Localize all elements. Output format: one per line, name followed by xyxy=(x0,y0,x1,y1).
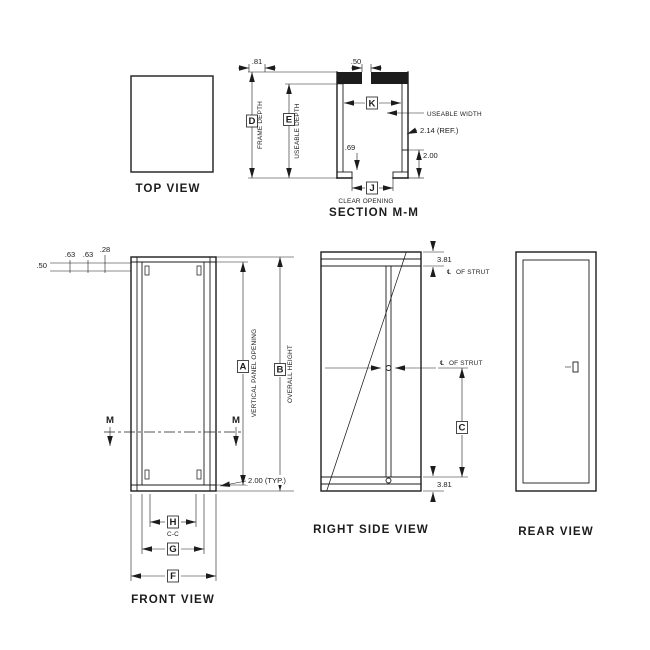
dim-text-backing xyxy=(246,475,292,485)
rear-view: REAR VIEW xyxy=(515,251,597,538)
dim-box-k xyxy=(366,96,378,110)
panel-corner-detail xyxy=(196,469,202,480)
rear-stud-detail xyxy=(572,361,579,373)
dim-50-front: .50 xyxy=(36,261,47,270)
dim-63-second: .63 xyxy=(83,250,94,259)
section-m-m: D E K J .81 .50 FRAME DEPTH USEABLE DEPT… xyxy=(238,57,482,219)
top-view-title: TOP VIEW xyxy=(135,182,200,195)
dim-box-a xyxy=(237,360,249,373)
clear-opening-label: CLEAR OPENING xyxy=(338,198,393,205)
front-view-outline xyxy=(130,256,217,492)
dim-50: .50 xyxy=(351,57,362,66)
centerline-symbol-top: ℄ xyxy=(447,269,452,276)
dim-63-first: .63 xyxy=(65,250,76,259)
letter-c: C xyxy=(459,423,466,434)
strut-fastener-mid xyxy=(385,365,392,371)
of-strut-top-label: OF STRUT xyxy=(456,269,490,276)
rear-view-outline xyxy=(515,251,597,492)
dim-box-g xyxy=(167,542,179,556)
dim-3-81-bottom: 3.81 xyxy=(437,480,452,489)
letter-j: J xyxy=(369,183,374,194)
section-cut-line-m-m: M M xyxy=(104,415,242,446)
letter-k: K xyxy=(369,99,376,110)
panel-corner-detail xyxy=(196,265,202,276)
dim-box-h xyxy=(167,515,179,529)
letter-f: F xyxy=(170,571,176,582)
letter-b: B xyxy=(277,365,284,376)
section-m-left: M xyxy=(106,415,114,426)
front-view-title: FRONT VIEW xyxy=(131,593,215,606)
letter-d: D xyxy=(249,116,256,127)
right-side-dimensions xyxy=(395,241,468,502)
diagonal-brace-line xyxy=(326,252,407,491)
letter-e: E xyxy=(286,115,293,126)
dim-box-e xyxy=(283,113,295,126)
dim-69: .69 xyxy=(345,143,356,152)
centerline-symbol-mid: ℄ xyxy=(440,360,445,367)
letter-h: H xyxy=(170,517,177,528)
dim-3-81-top: 3.81 xyxy=(437,255,452,264)
useable-depth-label: USEABLE DEPTH xyxy=(294,103,301,159)
of-strut-mid-label: OF STRUT xyxy=(449,360,483,367)
front-bottom-dimensions xyxy=(130,494,217,581)
panel-corner-detail xyxy=(144,469,150,480)
letter-g: G xyxy=(169,544,176,555)
section-title: SECTION M-M xyxy=(329,206,419,219)
right-side-view: 3.81 ℄ OF STRUT ℄ OF STRUT C 3.81 RIGHT … xyxy=(313,241,490,536)
dim-box-j xyxy=(366,181,378,195)
front-view: M M .50 .63 .63 .28 A B xyxy=(36,245,294,606)
dim-box-d xyxy=(246,114,258,128)
top-view: TOP VIEW xyxy=(130,75,214,195)
section-top-bar-left xyxy=(337,72,362,84)
c-to-c-label: C-C xyxy=(167,531,179,538)
section-top-bar-right xyxy=(371,72,408,84)
right-side-outline xyxy=(320,251,422,492)
rear-view-title: REAR VIEW xyxy=(518,525,594,538)
dim-box-b xyxy=(274,363,286,376)
ref-2-14-label: 2.14 (REF.) xyxy=(420,126,459,135)
section-m-right: M xyxy=(232,415,240,426)
dim-2-00-typ: 2.00 (TYP.) xyxy=(248,476,286,485)
letter-a: A xyxy=(240,362,247,373)
top-view-outline xyxy=(130,75,214,173)
frame-depth-label: FRAME DEPTH xyxy=(257,101,264,149)
dim-box-c xyxy=(456,421,468,434)
section-profile xyxy=(336,71,409,179)
front-right-dimensions xyxy=(216,256,294,492)
dim-2-00: 2.00 xyxy=(423,151,438,160)
vertical-panel-opening-label: VERTICAL PANEL OPENING xyxy=(251,329,258,418)
right-side-view-title: RIGHT SIDE VIEW xyxy=(313,523,429,536)
dim-81: .81 xyxy=(252,57,263,66)
overall-height-label: OVERALL HEIGHT xyxy=(287,345,294,403)
useable-width-label: USEABLE WIDTH xyxy=(427,111,482,118)
panel-corner-detail xyxy=(144,265,150,276)
front-top-dimensions: .50 .63 .63 .28 xyxy=(36,245,131,273)
strut-fastener-bottom xyxy=(385,477,392,484)
dim-28: .28 xyxy=(100,245,111,254)
dim-box-f xyxy=(167,569,179,583)
rear-panel-outline xyxy=(522,259,590,484)
section-dimension-lines xyxy=(238,65,424,191)
